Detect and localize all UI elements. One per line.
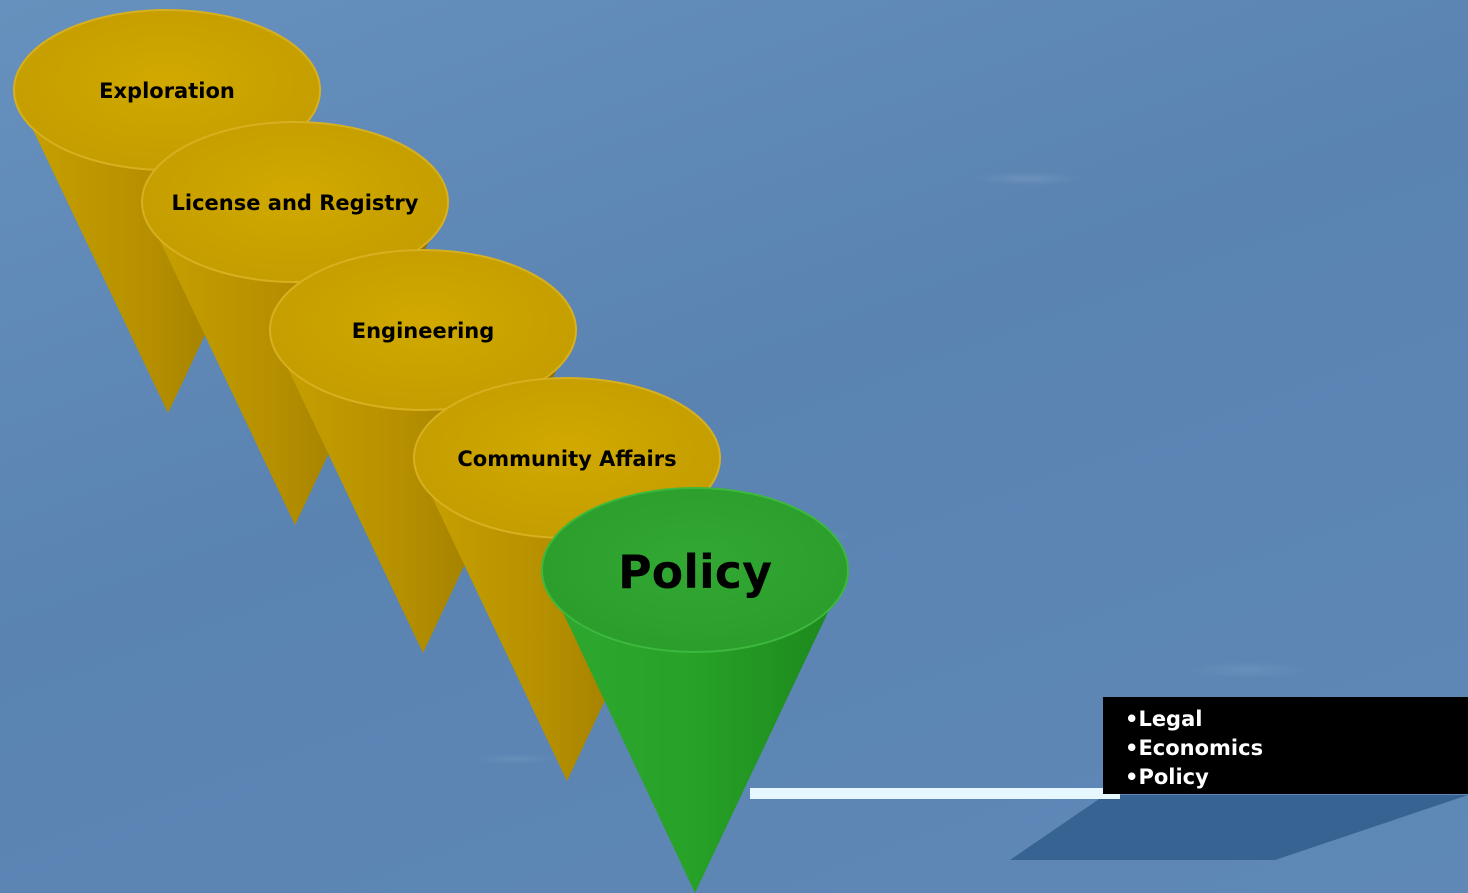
callout-item-label: Economics: [1138, 736, 1264, 760]
callout-shadow: [1010, 795, 1468, 860]
callout-connector: [750, 788, 1120, 799]
callout-item-policy: •Policy: [1125, 763, 1468, 792]
cone-label-engineering: Engineering: [351, 319, 495, 343]
callout-item-label: Policy: [1138, 765, 1209, 789]
cone-policy: [541, 487, 849, 893]
bullet: •: [1125, 765, 1139, 789]
callout-item-economics: •Economics: [1125, 734, 1468, 763]
cone-label-exploration: Exploration: [99, 79, 235, 103]
cone-label-community-affairs: Community Affairs: [457, 447, 677, 471]
cone-label-policy: Policy: [617, 545, 773, 599]
callout-item-label: Legal: [1138, 707, 1203, 731]
cone-label-license-and-registry: License and Registry: [171, 191, 419, 215]
callout-item-legal: •Legal: [1125, 705, 1468, 734]
bullet: •: [1125, 736, 1139, 760]
bullet: •: [1125, 707, 1139, 731]
callout-box: •Legal •Economics •Policy: [1103, 697, 1468, 794]
